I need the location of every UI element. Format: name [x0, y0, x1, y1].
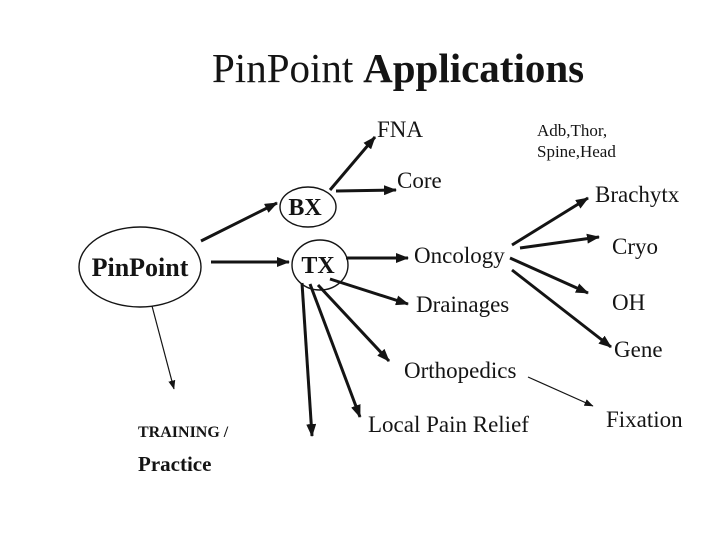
arrow-oncology-to-oh — [509, 256, 589, 295]
arrow-bx-to-fna — [328, 136, 377, 191]
label-gene: Gene — [614, 337, 663, 362]
label-training: TRAINING / — [138, 424, 229, 441]
arrow-pinpoint-to-bx — [200, 201, 278, 243]
label-oh: OH — [612, 290, 645, 315]
arrow-pinpoint-to-training — [151, 305, 176, 390]
node-bx-circle — [279, 186, 337, 228]
label-practice: Practice — [138, 452, 211, 476]
label-spine-head: Spine,Head — [537, 142, 616, 161]
label-drainages: Drainages — [416, 292, 509, 317]
label-adb-thor: Adb,Thor, — [537, 121, 607, 140]
label-cryo: Cryo — [612, 234, 658, 259]
node-pinpoint-label: PinPoint — [92, 253, 189, 282]
label-core: Core — [397, 168, 442, 193]
arrow-oncology-to-gene — [511, 268, 612, 349]
label-oncology: Oncology — [414, 243, 505, 268]
title-part-bold: Applications — [363, 45, 585, 91]
arrow-bx-to-core — [335, 185, 397, 196]
label-orthopedics: Orthopedics — [404, 358, 516, 383]
node-bx-label: BX — [288, 195, 322, 221]
arrow-tx-to-local-pain-relief — [308, 283, 362, 418]
node-pinpoint-ellipse — [78, 226, 202, 308]
label-brachytx: Brachytx — [595, 182, 680, 207]
arrow-orthopedics-to-fixation — [527, 376, 594, 407]
arrow-tx-to-drainages — [329, 277, 409, 306]
arrow-tx-to-orthopedics — [316, 283, 391, 363]
label-fna: FNA — [377, 117, 423, 142]
node-tx-label: TX — [301, 253, 335, 279]
label-local-pain-relief: Local Pain Relief — [368, 412, 529, 437]
arrow-oncology-to-brachytx — [511, 196, 589, 247]
title-part-regular: PinPoint — [212, 45, 354, 91]
node-tx-circle — [291, 239, 349, 291]
label-fixation: Fixation — [606, 407, 683, 432]
arrow-tx-downward — [300, 282, 317, 437]
arrow-oncology-to-cryo — [519, 233, 600, 250]
